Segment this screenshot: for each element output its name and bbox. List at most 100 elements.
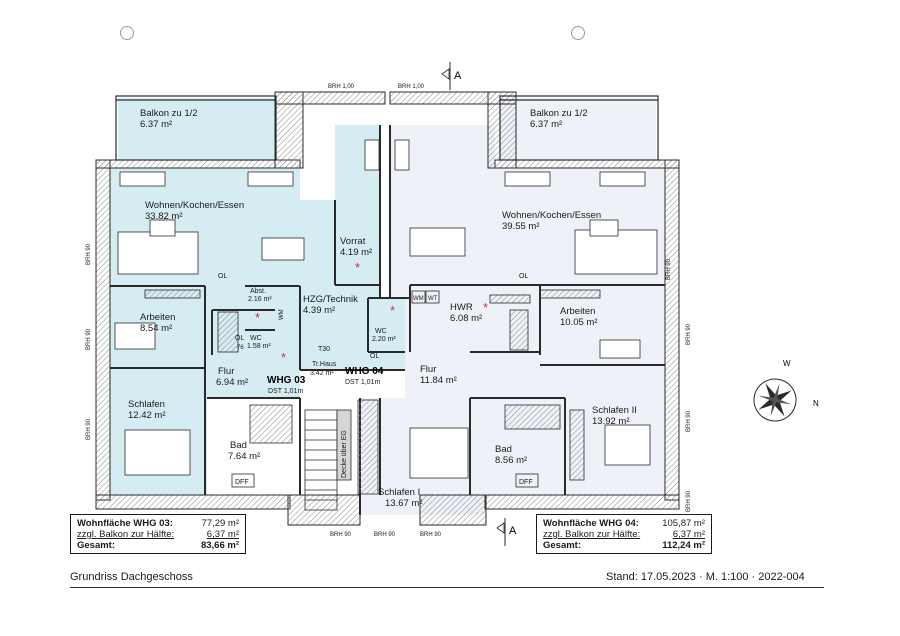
brh-labels: BRH 1,00 BRH 1,00 BRH 90 BRH 90 BRH 90 B… [86,84,692,538]
whg04-label: WHG 04 [345,366,384,377]
room-area: 10.05 m² [560,317,598,328]
room-name: HWR [450,302,473,313]
room-area: 13.92 m² [592,416,630,427]
room-name: Bad [230,440,247,451]
room-area: 2.16 m² [248,296,272,303]
balcony-left [115,95,277,161]
summary-row: zzgl. Balkon zur Hälfte: 6,37 m² [543,529,705,540]
wc-dimension: 76 [237,345,244,351]
room-name: HZG/Technik [303,294,358,305]
room-name: Flur [218,366,234,377]
dst-right: DST 1,01m [345,379,380,386]
room-name: Arbeiten [140,312,175,323]
t30-label: T30 [318,346,330,353]
wt-label: WT [428,296,438,302]
smoke-detector-marks: * * * * * [255,260,488,365]
room-area: 4.39 m² [303,305,335,316]
brh-label: BRH 90 [686,410,692,432]
summary-row: zzgl. Balkon zur Hälfte: 6,37 m² [77,529,239,540]
room-name: Schlafen II [592,405,637,416]
footer-title: Grundriss Dachgeschoss [70,571,193,583]
summary-label: Wohnfläche WHG 04: [543,518,639,529]
section-marker-top: A [441,62,462,90]
room-area: 39.55 m² [502,221,540,232]
room-area: 13.67 m² [385,498,423,509]
brh-label: BRH 90 [86,328,92,350]
interior-walls [110,125,665,515]
summary-row: Wohnfläche WHG 03: 77,29 m² [77,518,239,529]
brh-label: BRH 1,00 [398,84,425,90]
room-area: 8.54 m² [140,323,172,334]
room-area: 6.08 m² [450,313,482,324]
summary-row: Gesamt: 83,66 m² [77,540,239,551]
room-name: Tr.Haus [312,361,337,368]
furniture [114,139,658,495]
annotations: WHG 03 WHG 04 DST 1,01m DST 1,01m T30 OL… [218,273,539,488]
room-name: Wohnen/Kochen/Essen [145,200,244,211]
summary-value: 77,29 m² [201,518,240,529]
summary-whg04: Wohnfläche WHG 04: 105,87 m² zzgl. Balko… [536,514,712,554]
section-letter: A [454,70,462,82]
compass-north: N [813,399,819,408]
compass-west: W [783,359,791,368]
summary-label: zzgl. Balkon zur Hälfte: [77,529,175,540]
room-area: 11.84 m² [420,375,457,386]
room-area: 7.64 m² [228,451,260,462]
brh-label: BRH 90 [86,418,92,440]
room-area: 1.58 m² [247,343,271,350]
dff-label: DFF [235,479,249,486]
summary-whg03: Wohnfläche WHG 03: 77,29 m² zzgl. Balkon… [70,514,246,554]
compass-icon [753,378,797,422]
room-area: 33.82 m² [145,211,183,222]
section-marker-bottom: A [496,518,517,546]
room-area: 6.37 m² [140,119,172,130]
room-name: Arbeiten [560,306,595,317]
punch-hole-right [571,26,585,40]
footer-divider [70,587,824,588]
decke-label: Decke über EG [341,430,348,478]
room-name: Abst. [250,288,266,295]
room-name: Flur [420,364,436,375]
room-name: WC [375,328,387,335]
smoke-mark: * [355,260,360,275]
summary-value: 6,37 m² [206,529,239,540]
brh-label: BRH 90 [686,323,692,345]
room-area: 6.37 m² [530,119,562,130]
ol-label: OL [235,335,244,342]
room-name: Bad [495,444,512,455]
room-name: WC [250,335,262,342]
summary-label: Gesamt: [543,540,582,551]
summary-label: Wohnfläche WHG 03: [77,518,173,529]
brh-label: BRH 90 [686,490,692,512]
room-area: 3.42 m² [310,370,334,377]
room-name: Schlafen [128,399,165,410]
smoke-mark: * [255,310,260,325]
punch-hole-left [120,26,134,40]
room-name: Balkon zu 1/2 [140,108,198,119]
room-name: Vorrat [340,236,366,247]
room-area: 12.42 m² [128,410,166,421]
summary-value: 6,37 m² [672,529,705,540]
summary-label: zzgl. Balkon zur Hälfte: [543,529,641,540]
dff-label: DFF [519,479,533,486]
smoke-mark: * [483,300,488,315]
balcony-right [499,95,659,161]
summary-value: 83,66 m² [200,540,239,551]
room-area: 8.56 m² [495,455,527,466]
summary-row: Wohnfläche WHG 04: 105,87 m² [543,518,705,529]
room-name: Wohnen/Kochen/Essen [502,210,601,221]
brh-label: BRH 90 [420,532,442,538]
wm-label: WM [279,309,285,320]
room-name: Schlafen I [378,487,420,498]
brh-label: BRH 90 [330,532,352,538]
footer-meta: Stand: 17.05.2023 · M. 1:100 · 2022-004 [606,571,805,583]
staircase [304,409,352,511]
brh-label: BRH 90 [86,243,92,265]
section-letter: A [509,525,517,537]
summary-row: Gesamt: 112,24 m² [543,540,705,551]
room-area: 2.20 m² [372,336,396,343]
dst-left: DST 1,01m [268,388,303,395]
smoke-mark: * [390,303,395,318]
outer-walls [95,91,680,526]
